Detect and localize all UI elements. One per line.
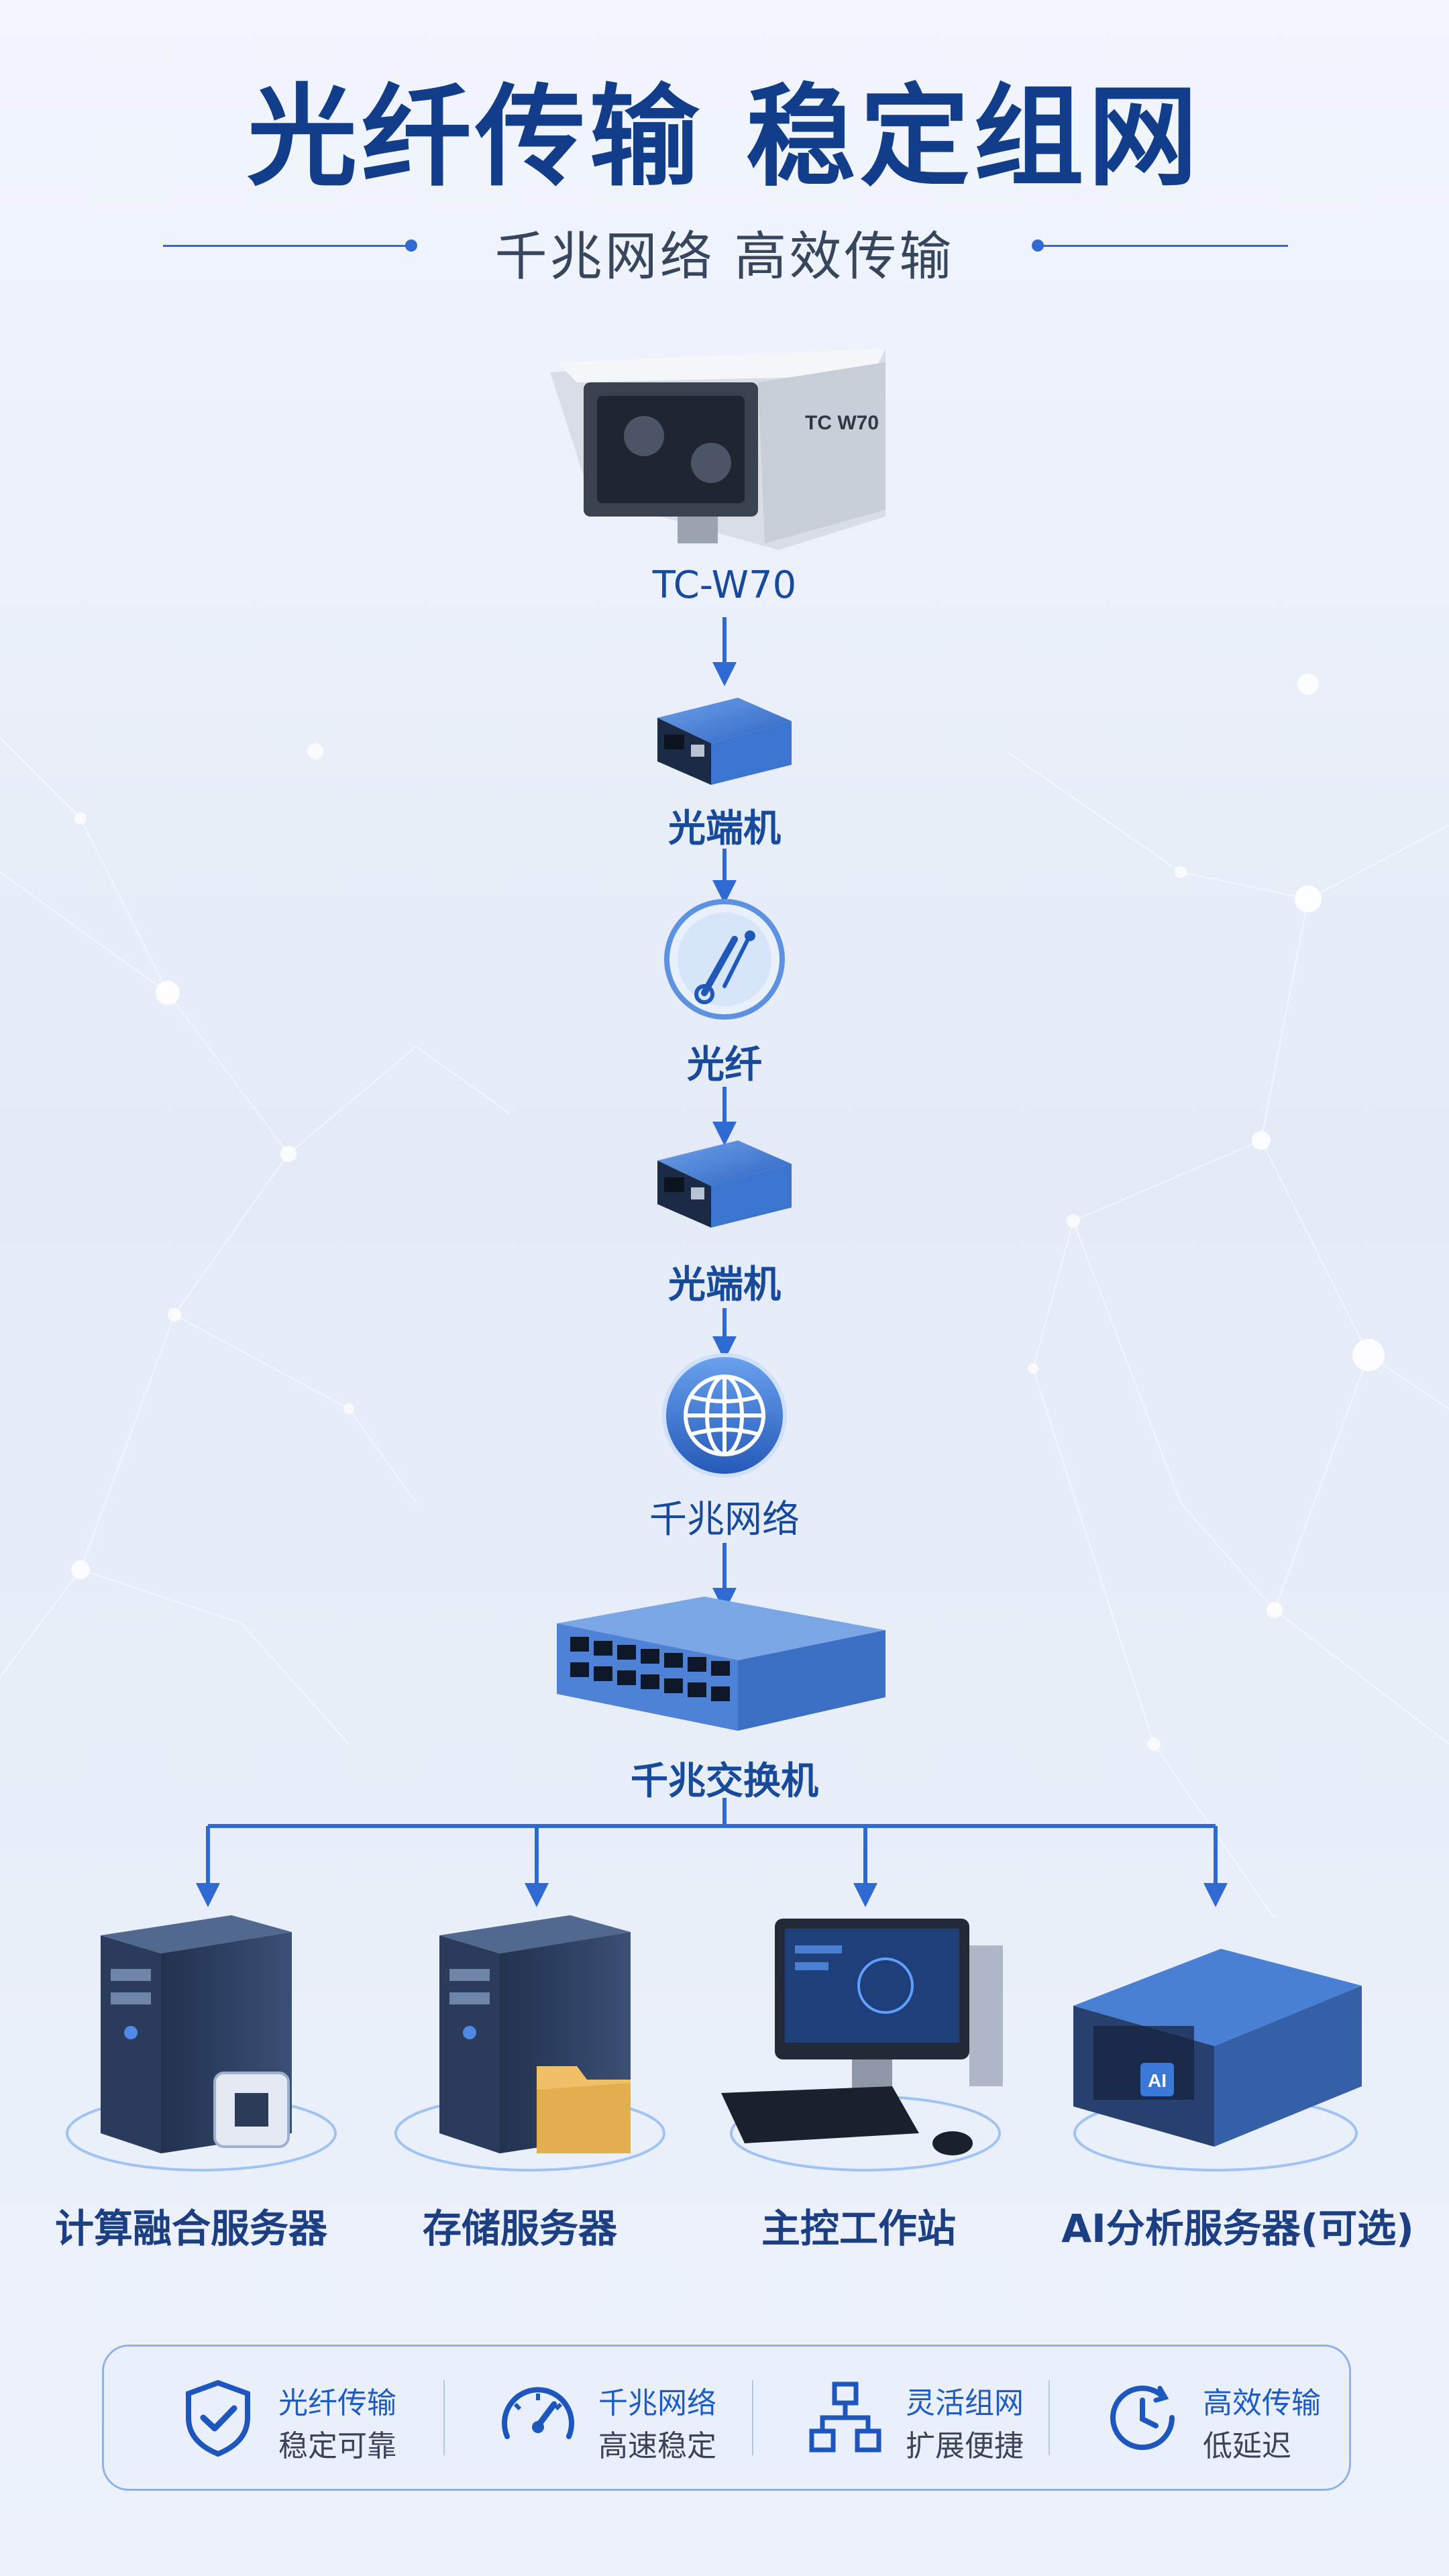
ai-server-icon: AI (1073, 1949, 1362, 2171)
speedometer-icon (502, 2387, 574, 2439)
svg-text:TC W70: TC W70 (805, 412, 879, 434)
feature-desc: 高速稳定 (598, 2429, 716, 2463)
feature-desc: 扩展便捷 (906, 2429, 1024, 2463)
fiber-optic-icon (664, 899, 785, 1020)
feature-title: 灵活组网 (906, 2386, 1024, 2420)
feature-flexible-networking: 灵活组网 扩展便捷 (731, 2347, 1042, 2489)
switch-label: 千兆交换机 (631, 1760, 818, 1803)
camera-device-icon: TC W70 (550, 349, 885, 550)
feature-divider (443, 2380, 445, 2455)
converter-1-label: 光端机 (668, 807, 781, 851)
storage-server-icon (394, 1915, 665, 2171)
feature-fiber-transmission: 光纤传输 稳定可靠 (104, 2347, 415, 2489)
feature-panel: 光纤传输 稳定可靠 千兆网络 高速稳定 灵活组网 扩展便捷 高效传输 低延迟 (102, 2345, 1351, 2491)
compute-server-icon (66, 1915, 337, 2171)
gigabit-switch-icon (557, 1597, 885, 1731)
network-label: 千兆网络 (649, 1498, 800, 1542)
ai-server-label: AI分析服务器(可选) (1061, 2206, 1414, 2251)
svg-text:AI: AI (1148, 2070, 1167, 2091)
feature-divider (752, 2380, 753, 2455)
subtitle-right-dot (1032, 239, 1044, 252)
feature-title: 千兆网络 (598, 2386, 716, 2420)
fiber-converter-1-icon (657, 698, 792, 785)
fiber-converter-2-icon (657, 1140, 792, 1228)
subtitle-right-line (1040, 245, 1288, 247)
shield-check-icon (186, 2379, 250, 2457)
compute-server-label: 计算融合服务器 (54, 2206, 327, 2251)
subtitle-left-dot (405, 239, 417, 252)
storage-server-label: 存储服务器 (422, 2206, 617, 2251)
converter-2-label: 光端机 (668, 1263, 781, 1307)
feature-desc: 稳定可靠 (278, 2429, 396, 2463)
feature-title: 光纤传输 (278, 2386, 396, 2420)
globe-network-icon (662, 1353, 787, 1478)
feature-title: 高效传输 (1203, 2386, 1321, 2420)
workstation-icon (721, 1919, 1003, 2171)
camera-label: TC-W70 (652, 564, 797, 607)
page-subtitle: 千兆网络 高效传输 (494, 227, 955, 287)
feature-efficient-transmission: 高效传输 低延迟 (1028, 2347, 1340, 2489)
subtitle-row: 千兆网络 高效传输 (0, 215, 1449, 287)
network-topology-icon (809, 2381, 881, 2453)
feature-desc: 低延迟 (1203, 2429, 1291, 2463)
page-title: 光纤传输 稳定组网 (247, 73, 1202, 201)
feature-divider (1049, 2380, 1050, 2455)
subtitle-left-line (163, 245, 411, 247)
workstation-label: 主控工作站 (761, 2206, 956, 2251)
fiber-label: 光纤 (687, 1043, 762, 1087)
feature-gigabit-network: 千兆网络 高速稳定 (424, 2347, 735, 2489)
clock-icon (1110, 2385, 1175, 2451)
